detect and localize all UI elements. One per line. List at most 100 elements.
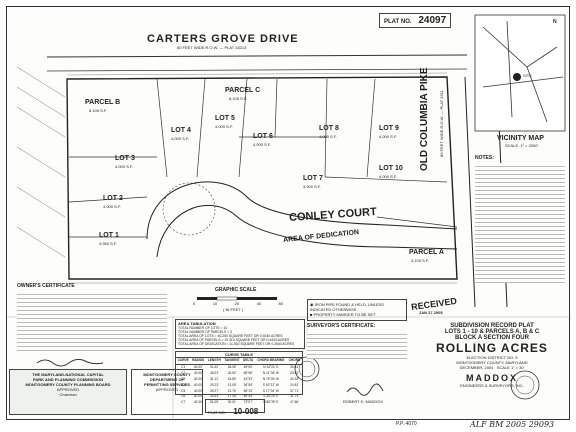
lot-3-label: LOT 3 <box>115 155 135 162</box>
handwritten-footer: ALF BM 2005 29093 <box>470 420 555 429</box>
lot-5-label: LOT 5 <box>215 115 235 122</box>
curve-table-cell: 40.00' <box>193 394 203 399</box>
election-district: ELECTION DISTRICT NO. 5 <box>466 355 518 360</box>
curve-table-cell: 40.00' <box>193 376 203 381</box>
curve-table-cell: C5 <box>181 388 186 393</box>
curve-table-header: CHORD BEARING <box>254 358 287 365</box>
lot-5-area: 4,000 S.F. <box>215 124 234 129</box>
lot-2-label: LOT 2 <box>103 195 123 202</box>
area-tab-row: TOTAL AREA OF LOTS = 40,250 SQUARE FEET … <box>178 334 283 338</box>
curve-table-cell: 31.42' <box>210 364 219 369</box>
notes-title: NOTES: <box>475 155 494 161</box>
scale-tick: 20 <box>234 301 240 306</box>
curve-table-cell: 32.63' <box>210 394 219 399</box>
curve-table-cell: 44°33' <box>243 376 253 381</box>
parcel-a-label: PARCEL A <box>409 249 444 256</box>
curve-table-header: CHORD <box>286 358 302 365</box>
vicinity-map-scale: SCALE: 1" = 2000' <box>505 143 539 148</box>
lot-8-area: 4,000 S.F. <box>319 134 338 139</box>
curve-table-cell: C4 <box>181 382 186 387</box>
plat-drawing <box>7 14 571 421</box>
scale-tick: 0 <box>193 301 196 306</box>
curve-table-cell: N 34°21' E <box>263 364 279 369</box>
pike-sub-label: 80 FEET WIDE R.O.W. — PLAT 1511 <box>439 90 444 157</box>
plat-book-label: PLAT NO. <box>208 410 226 415</box>
curve-table-cell: S 17°04' W <box>262 388 279 393</box>
commission-line-1: THE MARYLAND-NATIONAL CAPITAL <box>32 372 104 377</box>
surveyor-cert-title: SURVEYOR'S CERTIFICATE: <box>307 323 376 329</box>
curve-table-cell: 43.53' <box>290 370 299 375</box>
curve-table-cell: 36°08' <box>243 382 253 387</box>
curve-table-cell: 56°15' <box>243 388 253 393</box>
curve-table-cell: 46°44' <box>243 394 253 399</box>
curve-table-cell: 30.33' <box>290 376 299 381</box>
area-tabulation: AREA TABULATION TOTAL NUMBER OF LOTS = 1… <box>175 319 305 349</box>
lot-7-label: LOT 7 <box>303 175 323 182</box>
curve-table-cell: C6 <box>181 394 186 399</box>
notes-body <box>475 163 565 283</box>
block-line: BLOCK A SECTION FOUR <box>455 335 529 341</box>
title-block: SUBDIVISION RECORD PLAT LOTS 1 - 10 & PA… <box>417 323 567 388</box>
lot-6-area: 4,000 S.F. <box>253 142 272 147</box>
parcel-b-label: PARCEL B <box>85 99 121 106</box>
curve-table-cell: 40.00' <box>193 382 203 387</box>
curve-table-cell: 40.00' <box>193 364 203 369</box>
scale-tick: 40 <box>256 301 262 306</box>
parcel-a-area: 3,100 S.F. <box>411 258 430 263</box>
curve-table-header: CURVE <box>176 358 191 365</box>
lot-8-label: LOT 8 <box>319 125 339 132</box>
legend-item-pipe: ◉ IRON PIPE FOUND & HELD, UNLESS INDICAT… <box>310 302 384 312</box>
curve-table-cell: 26.52' <box>227 370 237 375</box>
curve-table-cell: 40.00' <box>193 400 203 405</box>
curve-table-title: CURVE TABLE <box>176 352 302 358</box>
plat-date-scale: DECEMBER, 2004 SCALE 1" = 30' <box>459 365 525 370</box>
commission-approval-box: THE MARYLAND-NATIONAL CAPITAL PARK AND P… <box>9 369 127 415</box>
plat-book-value: 10-008 <box>233 407 259 416</box>
lot-2-area: 4,900 S.F. <box>103 204 122 209</box>
curve-table-cell: N 76°26' W <box>262 376 279 381</box>
curve-table-cell: 73°07' <box>243 400 253 405</box>
curve-table-cell: C3 <box>181 376 186 381</box>
vicinity-site-label: SITE <box>523 73 532 78</box>
curve-table-cell: 18.35' <box>227 364 237 369</box>
curve-table-cell: 31.11' <box>210 376 219 381</box>
parcel-b-area: 8,105 S.F. <box>89 108 108 113</box>
graphic-scale-title: GRAPHIC SCALE <box>215 287 257 293</box>
road-sub: 60 FEET WIDE R.O.W. — PLAT 15213 <box>177 45 247 50</box>
scale-tick: 80 <box>278 301 283 306</box>
lot-4-label: LOT 4 <box>171 127 191 134</box>
area-tab-row: TOTAL AREA OF DEDICATION = 11,502 SQUARE… <box>178 342 295 346</box>
pipe-found-icon: ◉ <box>310 302 315 307</box>
curve-table-cell: 25.23' <box>210 382 219 387</box>
lot-9-label: LOT 9 <box>379 125 399 132</box>
firm-name: MADDOX <box>466 373 518 383</box>
curve-table-header: DELTA <box>241 358 255 365</box>
plat-book-box: PLAT NO. 10-008 <box>205 399 265 416</box>
graphic-scale-unit: ( IN FEET ) <box>223 307 244 312</box>
commission-line-3: MONTGOMERY COUNTY PLANNING BOARD <box>25 382 111 387</box>
parcel-c-label: PARCEL C <box>225 87 261 94</box>
curve-table-cell: C7 <box>181 400 186 405</box>
curve-table-cell: 31.73' <box>290 394 299 399</box>
surveyor-cert-body <box>307 331 407 359</box>
lot-6-label: LOT 6 <box>253 133 273 140</box>
curve-table-cell: 45°00' <box>243 364 253 369</box>
plat-number: 24097 <box>418 15 447 26</box>
curve-table-cell: 21.76' <box>227 388 237 393</box>
scale-tick: 10 <box>212 301 218 306</box>
lot-1-area: 4,950 S.F. <box>99 241 118 246</box>
plat-sheet: PLAT NO. 24097 <box>6 6 571 421</box>
curve-table-cell: C1 <box>181 364 186 369</box>
curve-table-header: RADIUS <box>190 358 207 365</box>
area-tab-row: TOTAL AREA OF PARCELS = 19,310 SQUARE FE… <box>178 338 290 342</box>
graphic-scale-ticks: 0 10 20 40 80 <box>193 301 283 306</box>
area-tab-row: TOTAL NUMBER OF LOTS = 10 <box>178 326 228 330</box>
county-line: MONTGOMERY COUNTY, MARYLAND <box>456 360 528 365</box>
lot-1-label: LOT 1 <box>99 232 119 239</box>
legend-item-marker: ■ PROPERTY MARKER TO BE SET <box>310 312 376 317</box>
